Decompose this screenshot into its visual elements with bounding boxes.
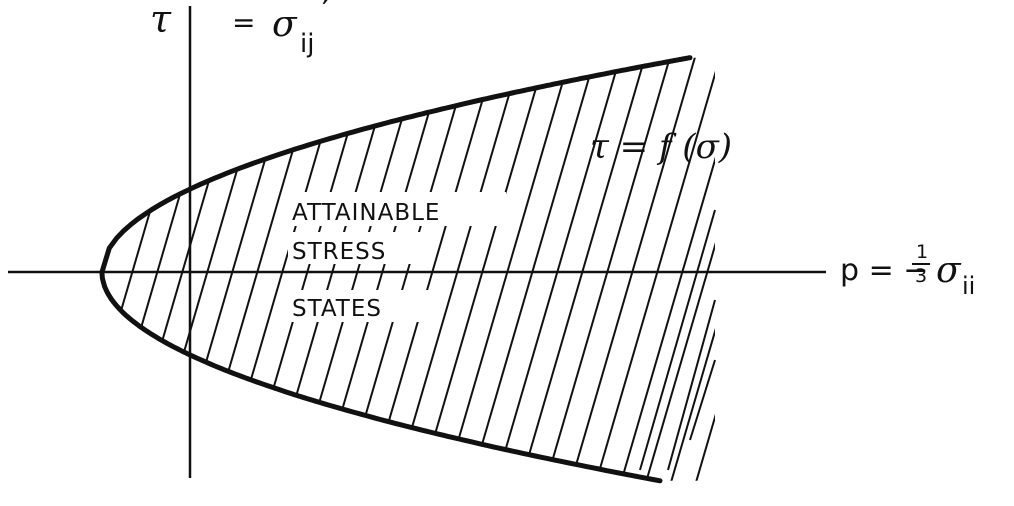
hatch-line [409, 57, 569, 481]
region-label-backing-2 [288, 232, 430, 264]
hatch-line [684, 57, 715, 481]
open-hatch-line [689, 359, 716, 441]
hatch-line [434, 57, 594, 481]
tau-definition-sigma: σ [272, 4, 298, 45]
hatch-line [634, 57, 715, 481]
hatch-line [534, 57, 694, 481]
region-label-line-1: ATTAINABLE [292, 200, 440, 226]
p-axis-label-lhs: p = − [840, 253, 928, 288]
hatch-line [102, 57, 219, 481]
hatch-line [559, 57, 715, 481]
tau-definition-subscript: ij [300, 29, 314, 59]
hatch-line [484, 57, 644, 481]
hatch-line [134, 57, 294, 481]
hatch-line [659, 57, 715, 481]
tau-definition-label: = σ ij ′ [232, 0, 331, 61]
region-label-backing-3 [288, 290, 430, 322]
p-axis-fraction-denominator: 3 [915, 265, 927, 287]
p-axis-label-subscript: ii [962, 272, 975, 300]
p-axis-label: p = − 1 3 σ ii [840, 241, 975, 300]
open-hatch-line [639, 209, 716, 471]
tau-axis-label: τ [150, 0, 172, 41]
p-axis-fraction-numerator: 1 [916, 241, 928, 263]
tau-definition-prime: ′ [322, 0, 331, 36]
region-label-backing-1 [288, 192, 506, 226]
open-side-hatching [639, 209, 716, 471]
p-axis-label-sigma: σ [936, 250, 962, 291]
open-hatch-line [667, 299, 716, 471]
region-label-line-3: STATES [292, 296, 382, 322]
yield-envelope-curve [99, 55, 693, 484]
hatch-line [509, 57, 669, 481]
hatch-line [584, 57, 715, 481]
envelope-function-label: τ = f (σ) [590, 127, 732, 167]
tau-definition-eq: = [232, 6, 255, 39]
hatch-line [609, 57, 715, 481]
region-label-line-2: STRESS [292, 239, 386, 265]
